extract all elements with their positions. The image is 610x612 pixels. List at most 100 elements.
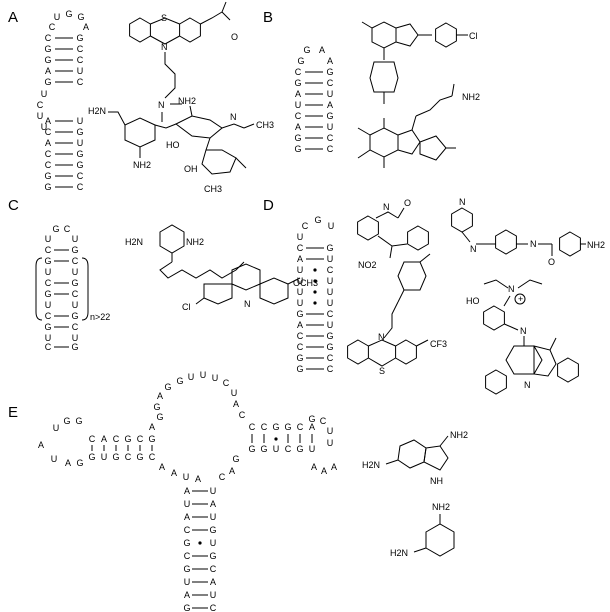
svg-text:G: G xyxy=(44,256,51,266)
panel-a-phenothiazine-ligand: S N O N xyxy=(129,1,238,122)
svg-text:G: G xyxy=(296,309,303,319)
svg-text:C: C xyxy=(37,100,44,110)
svg-text:C: C xyxy=(113,434,120,444)
svg-text:A: A xyxy=(327,100,333,110)
svg-text:G: G xyxy=(76,160,83,170)
ch3-label-2: CH3 xyxy=(204,184,222,194)
panel-d-phenothiazine-ligand: N S CF3 xyxy=(347,253,447,376)
svg-text:C: C xyxy=(77,55,84,65)
svg-text:U: U xyxy=(295,100,302,110)
chlorine-label: Cl xyxy=(469,31,478,41)
svg-text:U: U xyxy=(72,333,79,343)
svg-text:S: S xyxy=(161,13,167,23)
svg-text:A: A xyxy=(38,440,44,450)
svg-text:C: C xyxy=(327,364,334,374)
svg-text:G: G xyxy=(326,111,333,121)
svg-text:C: C xyxy=(327,353,334,363)
svg-text:U: U xyxy=(101,452,108,462)
nh2-label-d: NH2 xyxy=(587,240,605,250)
svg-text:G: G xyxy=(76,127,83,137)
svg-text:G: G xyxy=(294,78,301,88)
chlorine-label-c: Cl xyxy=(182,302,191,312)
svg-text:C: C xyxy=(210,603,217,612)
svg-text:C: C xyxy=(125,452,132,462)
svg-text:A: A xyxy=(331,462,337,472)
svg-text:C: C xyxy=(45,278,52,288)
svg-text:A: A xyxy=(45,66,51,76)
svg-text:G: G xyxy=(112,452,119,462)
svg-text:C: C xyxy=(285,444,292,454)
svg-text:A: A xyxy=(309,422,315,432)
svg-text:G: G xyxy=(297,56,304,66)
svg-text:U: U xyxy=(210,590,217,600)
svg-text:A: A xyxy=(229,466,235,476)
svg-text:C: C xyxy=(184,525,191,535)
svg-text:G: G xyxy=(77,12,84,22)
svg-text:A: A xyxy=(157,391,163,401)
svg-text:G: G xyxy=(209,525,216,535)
svg-text:G: G xyxy=(124,434,131,444)
svg-text:G: G xyxy=(296,444,303,454)
svg-text:U: U xyxy=(184,499,191,509)
panel-label-d: D xyxy=(263,197,274,214)
svg-text:U: U xyxy=(210,486,217,496)
svg-text:U: U xyxy=(328,221,335,231)
svg-text:C: C xyxy=(184,551,191,561)
svg-text:U: U xyxy=(297,287,304,297)
svg-text:G: G xyxy=(308,414,315,424)
svg-text:U: U xyxy=(54,12,61,22)
svg-text:C: C xyxy=(49,22,56,32)
svg-text:G: G xyxy=(176,376,183,386)
svg-text:U: U xyxy=(77,138,84,148)
svg-text:U: U xyxy=(327,254,334,264)
svg-text:G: G xyxy=(303,45,310,55)
svg-text:C: C xyxy=(72,322,79,332)
svg-text:C: C xyxy=(249,422,256,432)
svg-text:A: A xyxy=(210,577,216,587)
svg-text:N: N xyxy=(520,326,527,336)
svg-text:G: G xyxy=(183,538,190,548)
svg-text:U: U xyxy=(297,298,304,308)
svg-text:C: C xyxy=(45,149,52,159)
svg-text:C: C xyxy=(297,422,304,432)
svg-text:A: A xyxy=(184,590,190,600)
svg-text:A: A xyxy=(83,22,89,32)
svg-text:A: A xyxy=(184,486,190,496)
panel-a-aminoglycoside-ligand: H2N NH2 NH2 HO N CH3 OH CH3 xyxy=(88,96,274,194)
svg-text:G: G xyxy=(88,452,95,462)
svg-text:C: C xyxy=(295,67,302,77)
ketone-oxygen-label: O xyxy=(231,32,238,42)
svg-text:A: A xyxy=(65,458,71,468)
svg-text:A: A xyxy=(101,434,107,444)
svg-text:C: C xyxy=(320,416,327,426)
svg-text:G: G xyxy=(156,412,163,422)
nh-label: N xyxy=(230,112,237,122)
svg-text:C: C xyxy=(77,182,84,192)
svg-text:G: G xyxy=(65,9,72,19)
svg-text:U: U xyxy=(77,116,84,126)
svg-text:G: G xyxy=(284,422,291,432)
svg-text:G: G xyxy=(232,454,239,464)
svg-text:C: C xyxy=(137,434,144,444)
svg-text:A: A xyxy=(311,462,317,472)
panel-e-triazolo-ligand: H2N NH2 NH xyxy=(362,430,468,486)
svg-text:C: C xyxy=(72,289,79,299)
svg-text:C: C xyxy=(239,410,246,420)
nh-label-e: NH xyxy=(430,476,443,486)
och3-label: OCH3 xyxy=(293,278,318,288)
h2n-label-c: H2N xyxy=(125,237,143,247)
panel-d-indoloquinoline-ligand: N + HO N N xyxy=(466,279,579,395)
svg-text:C: C xyxy=(327,144,334,154)
svg-text:A: A xyxy=(171,468,177,478)
svg-text:A: A xyxy=(45,138,51,148)
h2n-label: H2N xyxy=(88,106,106,116)
svg-text:G: G xyxy=(183,564,190,574)
svg-text:A: A xyxy=(184,512,190,522)
svg-text:C: C xyxy=(297,331,304,341)
svg-text:C: C xyxy=(223,378,230,388)
svg-text:G: G xyxy=(183,603,190,612)
svg-text:A: A xyxy=(327,56,333,66)
panel-c-acridine-ligand: H2N NH2 OCH3 N Cl xyxy=(125,224,318,312)
panel-label-c: C xyxy=(8,197,19,214)
